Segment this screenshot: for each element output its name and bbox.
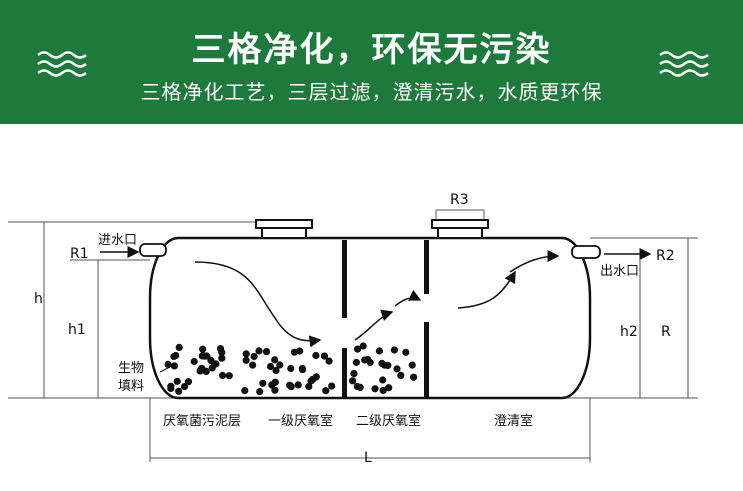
filler-particle bbox=[218, 348, 226, 356]
flow-arrows bbox=[194, 250, 560, 348]
manhole-right bbox=[431, 219, 489, 239]
label-h1: h1 bbox=[68, 322, 86, 338]
chamber-label-primary: 一级厌氧室 bbox=[268, 413, 333, 429]
filler-particle bbox=[200, 352, 209, 360]
filler-particle bbox=[255, 347, 263, 355]
filler-particle bbox=[298, 366, 307, 374]
filler-particle bbox=[375, 347, 383, 355]
chamber-label-secondary: 二级厌氧室 bbox=[356, 413, 421, 429]
filler-particle bbox=[393, 365, 401, 373]
filler-particle bbox=[356, 383, 364, 391]
filler-particle bbox=[272, 366, 280, 375]
filler-particle bbox=[170, 362, 178, 370]
filler-particle bbox=[199, 345, 207, 353]
filler-particle bbox=[325, 357, 333, 365]
filler-particle bbox=[397, 371, 405, 379]
filler-particle bbox=[167, 384, 175, 393]
chamber-label-clarification: 澄清室 bbox=[494, 413, 533, 429]
filler-particle bbox=[320, 352, 329, 360]
filler-particle bbox=[218, 354, 226, 362]
filler-particle bbox=[268, 381, 276, 389]
filler-particle bbox=[184, 378, 193, 386]
filler-particle bbox=[242, 350, 250, 358]
filler-particle bbox=[312, 351, 320, 360]
filler-particle bbox=[172, 351, 180, 360]
header-banner: 三格净化，环保无污染 三格净化工艺，三层过滤，澄清污水，水质更环保 bbox=[0, 0, 743, 124]
filler-particle bbox=[305, 382, 313, 391]
filler-particle bbox=[290, 348, 299, 356]
filler-particle bbox=[175, 387, 183, 395]
filler-particle bbox=[361, 356, 369, 364]
filler-particle bbox=[173, 377, 181, 385]
filler-particle bbox=[294, 381, 302, 389]
filler-particle bbox=[402, 348, 410, 356]
filler-particle bbox=[371, 385, 379, 393]
filler-particle bbox=[384, 361, 392, 369]
chamber-label-sludge: 厌氧菌污泥层 bbox=[163, 414, 241, 429]
filler-particle bbox=[266, 362, 275, 371]
filler-particle bbox=[379, 376, 387, 384]
label-r: R bbox=[661, 324, 671, 340]
filler-particle bbox=[287, 383, 295, 391]
bio-filler-particles bbox=[164, 342, 418, 396]
filler-particle bbox=[287, 364, 295, 373]
wave-icon bbox=[659, 51, 709, 77]
filler-particle bbox=[354, 345, 362, 353]
label-inlet: 进水口 bbox=[98, 233, 137, 248]
filler-particle bbox=[378, 359, 386, 367]
filler-particle bbox=[219, 371, 227, 379]
filler-particle bbox=[328, 382, 336, 390]
label-outlet: 出水口 bbox=[600, 264, 639, 279]
label-l: L bbox=[364, 450, 372, 466]
label-h: h bbox=[34, 291, 43, 307]
filler-particle bbox=[164, 360, 172, 368]
filler-particle bbox=[385, 384, 393, 392]
label-r3: R3 bbox=[450, 192, 469, 208]
filler-particle bbox=[249, 361, 257, 369]
filler-particle bbox=[410, 373, 418, 381]
filler-particle bbox=[271, 356, 279, 364]
tank-body bbox=[148, 236, 592, 400]
filler-particle bbox=[190, 357, 198, 366]
filler-particle bbox=[359, 342, 367, 350]
filler-particle bbox=[225, 372, 233, 380]
filler-particle bbox=[262, 348, 271, 356]
filler-particle bbox=[349, 377, 357, 385]
filler-particle bbox=[379, 386, 387, 395]
wave-icon bbox=[37, 51, 87, 77]
filler-particle bbox=[322, 387, 330, 395]
outlet-pipe bbox=[571, 245, 652, 260]
bio-fill-leader bbox=[159, 363, 177, 373]
filler-particle bbox=[242, 356, 250, 364]
filler-particle bbox=[198, 364, 206, 372]
filler-particle bbox=[408, 361, 416, 369]
page-title: 三格净化，环保无污染 bbox=[191, 30, 552, 70]
partition-2 bbox=[424, 240, 429, 398]
inlet-pipe bbox=[100, 243, 167, 258]
filler-particle bbox=[352, 358, 360, 366]
filler-particle bbox=[309, 375, 317, 383]
filler-particle bbox=[271, 386, 279, 394]
filler-particle bbox=[241, 387, 249, 395]
filler-particle bbox=[250, 352, 258, 361]
label-r1: R1 bbox=[70, 246, 89, 262]
filler-particle bbox=[180, 383, 189, 391]
filler-particle bbox=[212, 360, 220, 368]
filler-particle bbox=[276, 361, 284, 369]
label-h2: h2 bbox=[620, 324, 638, 340]
filler-particle bbox=[390, 346, 398, 354]
filler-particle bbox=[175, 343, 183, 351]
page-subtitle: 三格净化工艺，三层过滤，澄清污水，水质更环保 bbox=[140, 80, 603, 104]
filler-particle bbox=[350, 370, 358, 378]
filler-particle bbox=[256, 388, 264, 396]
septic-tank-diagram: R1 进水口 R2 出水口 R3 h h1 h2 R L 生物 填料 厌氧菌污泥… bbox=[8, 192, 698, 466]
filler-particle bbox=[366, 358, 374, 367]
filler-particle bbox=[259, 379, 267, 387]
label-bio-fill-1: 生物 bbox=[118, 361, 144, 376]
partition-1 bbox=[342, 240, 347, 398]
label-r2: R2 bbox=[656, 248, 675, 264]
label-bio-fill-2: 填料 bbox=[118, 379, 144, 394]
manhole-left bbox=[255, 219, 313, 239]
